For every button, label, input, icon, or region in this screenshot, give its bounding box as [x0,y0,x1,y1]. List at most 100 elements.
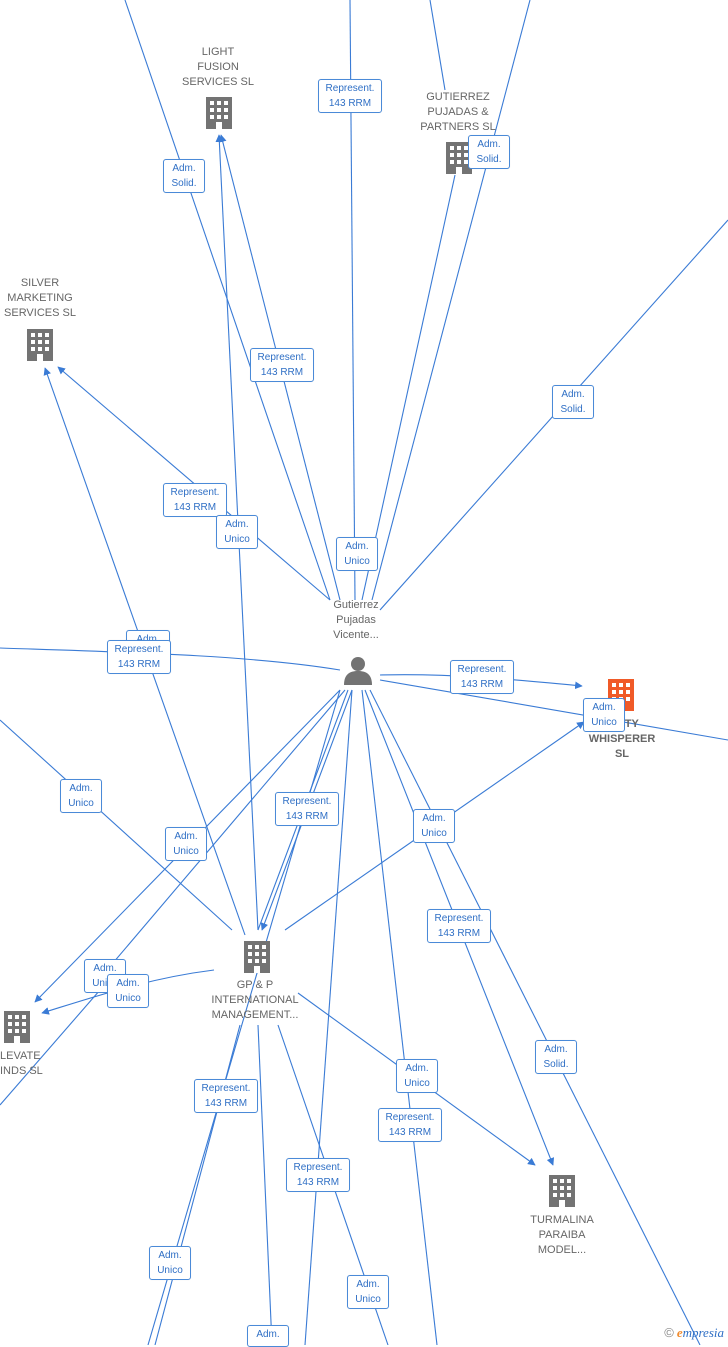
badge-line-2: Unico [224,534,250,545]
badge-line-1: Represent. [293,1162,343,1173]
edge-left-gp [0,719,233,931]
relation-badge[interactable]: Represent. 143 RRM [163,483,227,517]
turmalina-label[interactable]: TURMALINA PARAIBA MODEL... [530,1214,594,1256]
relation-badge[interactable]: Adm. [247,1325,289,1347]
relation-badge[interactable]: Represent. 143 RRM [318,79,382,113]
badge-line-2: 143 RRM [328,98,372,109]
badge-line-2: Unico [173,846,199,857]
silver-marketing-label[interactable]: SILVER MARKETING SERVICES SL [4,277,76,319]
edge-gp-bottom-1 [154,1024,241,1345]
badge-line-2: Unico [68,798,94,809]
gutierrez-partners-label[interactable]: GUTIERREZ PUJADAS & PARTNERS SL [420,91,496,133]
relation-badge[interactable]: Represent. 143 RRM [378,1108,442,1142]
badge-line-1: Represent. [385,1112,435,1123]
badge-line-1: Represent. [170,487,220,498]
edge-person-bottom-1 [361,689,438,1345]
relation-badge[interactable]: Adm. Unico [396,1059,438,1093]
edge-top-gutierrez [429,0,446,91]
edge-elevate-bottom [0,989,101,1106]
silver-marketing-building-icon [27,329,53,361]
badge-line-2: Unico [115,993,141,1004]
badge-line-1: Adm. [592,702,616,713]
badge-line-2: Solid. [171,178,197,189]
badge-line-2: 143 RRM [260,367,304,378]
badge-line-1: Represent. [282,796,332,807]
relation-badge[interactable]: Adm. Unico [583,698,625,732]
badge-line-1: Adm. [422,813,446,824]
badge-line-2: Unico [344,556,370,567]
person-icon [344,657,372,685]
elevate-building-icon [4,1011,30,1043]
edge-left-represent [0,647,341,671]
relation-badge[interactable]: Adm. Unico [336,537,378,571]
relation-badge[interactable]: Represent. 143 RRM [450,660,514,694]
badge-line-2: 143 RRM [388,1127,432,1138]
relation-badge[interactable]: Represent. 143 RRM [427,909,491,943]
badge-line-2: 143 RRM [173,502,217,513]
badge-line-2: Solid. [543,1059,569,1070]
badge-line-1: Adm. [561,389,585,400]
relation-badge[interactable]: Adm. Unico [216,515,258,549]
relation-badge[interactable]: Represent. 143 RRM [107,640,171,674]
relation-badge[interactable]: Adm. Unico [347,1275,389,1309]
edge-top-right [371,0,531,601]
relation-badge[interactable]: Adm. Solid. [163,159,205,193]
empresia-logo[interactable]: ©empresia [664,1325,724,1341]
badge-line-1: Represent. [434,913,484,924]
relation-badge[interactable]: Adm. Unico [107,974,149,1008]
badge-line-1: Represent. [325,83,375,94]
edge-person-right [379,679,728,741]
badge-line-1: Adm. [93,963,117,974]
relation-badge[interactable]: Represent. 143 RRM [250,348,314,382]
logo-name: mpresia [682,1325,724,1340]
badge-line-2: 143 RRM [204,1098,248,1109]
elevate-label[interactable]: LEVATE INDS SL [0,1050,43,1077]
badge-line-1: Adm. [405,1063,429,1074]
relation-badge[interactable]: Represent. 143 RRM [275,792,339,826]
edge-person-elevate-2 [89,689,346,991]
badge-line-2: Solid. [476,154,502,165]
badge-line-2: 143 RRM [117,659,161,670]
person-label[interactable]: Gutierrez Pujadas Vicente... [333,599,379,641]
badge-line-1: Adm. [116,978,140,989]
relation-badge[interactable]: Adm. Solid. [468,135,510,169]
relation-badge[interactable]: Represent. 143 RRM [286,1158,350,1192]
edge-gp-bottom-2 [257,1024,273,1345]
badge-line-2: Unico [355,1294,381,1305]
badge-line-2: Unico [421,828,447,839]
badge-line-1: Adm. [225,519,249,530]
badge-line-2: Unico [157,1265,183,1276]
badge-line-2: 143 RRM [437,928,481,939]
badge-line-1: Adm. [158,1250,182,1261]
turmalina-building-icon [549,1175,575,1207]
relation-badge[interactable]: Adm. Unico [149,1246,191,1280]
badge-line-2: Unico [404,1078,430,1089]
edge-person-gutierrez [361,174,456,601]
badge-line-1: Adm. [172,163,196,174]
badge-line-1: Adm. [544,1044,568,1055]
badge-line-1: Adm. [477,139,501,150]
edge-person-bottom-2 [304,689,353,1345]
gp-intl-building-icon [244,941,270,973]
badge-line-1: Adm. [356,1279,380,1290]
copyright-symbol: © [664,1325,674,1340]
badge-line-1: Represent. [114,644,164,655]
relation-badge[interactable]: Adm.Unico [165,827,207,861]
relation-badge[interactable]: Represent. 143 RRM [194,1079,258,1113]
badge-line-1: Adm. [256,1329,280,1340]
badge-line-1: Adm. [345,541,369,552]
badge-line-2: Unico [591,717,617,728]
relation-badge[interactable]: Adm. Solid. [535,1040,577,1074]
badge-line-1: Represent. [457,664,507,675]
badge-line-2: 143 RRM [296,1177,340,1188]
badge-line-2: 143 RRM [460,679,504,690]
badge-line-1: Represent. [257,352,307,363]
badge-line-2: 143 RRM [285,811,329,822]
relation-badge[interactable]: Adm. Solid. [552,385,594,419]
relation-badge[interactable]: Adm. Unico [413,809,455,843]
light-fusion-label[interactable]: LIGHT FUSION SERVICES SL [182,46,254,88]
gp-intl-label[interactable]: GP & P INTERNATIONAL MANAGEMENT... [211,979,299,1021]
badge-line-1: Represent. [201,1083,251,1094]
badge-line-2: Solid. [560,404,586,415]
relation-badge[interactable]: Adm.Unico [60,779,102,813]
